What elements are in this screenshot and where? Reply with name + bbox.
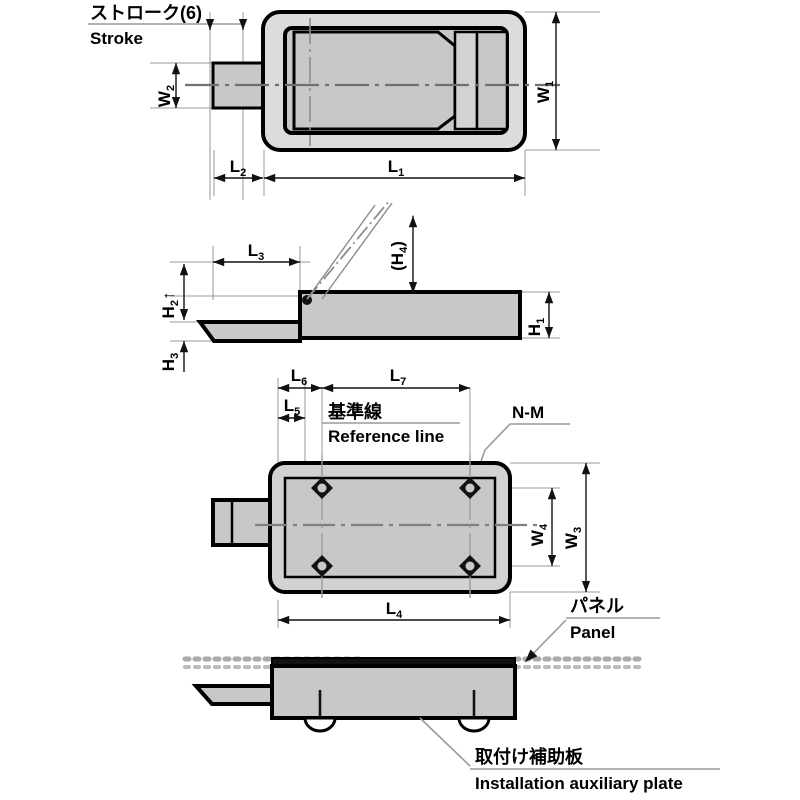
reference-line-label-en: Reference line: [328, 427, 444, 446]
dim-L3-label: L3: [248, 241, 265, 263]
dim-W3: W3: [562, 463, 591, 592]
aux-plate-leader: [419, 717, 471, 767]
view-1-top: W2 W1 L2 L1 ストローク(6) Stroke: [88, 3, 600, 200]
dim-H4: (H4): [388, 216, 418, 293]
dim-H2: H2↑: [159, 264, 189, 320]
stroke-label-en: Stroke: [90, 29, 143, 48]
view1-actuator-plate: [292, 30, 457, 131]
view-4-panel-section: パネル Panel 取付け補助板 Installation auxiliary …: [182, 596, 720, 793]
dim-L1-label: L1: [388, 157, 405, 179]
dim-H1: H1: [525, 292, 554, 338]
dim-L4-label: L4: [386, 599, 403, 621]
dim-H2-label: H2↑: [159, 292, 181, 319]
view2-swing-edge-b: [321, 202, 393, 300]
dim-L7-label: L7: [390, 366, 407, 388]
reference-line-annotation: 基準線 Reference line: [322, 401, 460, 446]
view-2-side: L3 (H4) H2↑ H3 H1: [159, 199, 560, 372]
mounting-hole: [311, 477, 333, 499]
view2-swing-path: [306, 199, 391, 300]
panel-label-jp: パネル: [570, 596, 624, 616]
view2-actuator-blade: [196, 320, 302, 343]
screw-stud: [457, 690, 491, 733]
dim-L5-label: L5: [284, 396, 301, 418]
mounting-hole: [311, 555, 333, 577]
dim-H1-label: H1: [525, 318, 547, 336]
aux-plate-annotation: 取付け補助板 Installation auxiliary plate: [419, 717, 720, 793]
view2-body-bar: [298, 290, 522, 340]
view3-plunger-shaft: [211, 498, 273, 547]
dim-L2: L2: [214, 157, 263, 183]
dim-L4: L4: [278, 599, 510, 625]
dim-W4-label: W4: [528, 523, 550, 546]
panel-annotation: パネル Panel: [524, 596, 660, 663]
panel-label-en: Panel: [570, 623, 615, 642]
view2-pivot-point: [302, 295, 312, 305]
view4-body-block: [270, 664, 517, 720]
dim-W1: W1: [534, 12, 561, 150]
dim-H3: H3: [159, 341, 189, 372]
dim-W2: W2: [155, 63, 181, 108]
dim-L7: L7: [322, 366, 470, 393]
screw-studs: [303, 690, 491, 733]
stroke-label-jp: ストローク(6): [90, 3, 202, 23]
view1-rib-a: [453, 30, 479, 131]
aux-plate-label-en: Installation auxiliary plate: [475, 774, 683, 793]
stroke-annotation: ストローク(6) Stroke: [88, 3, 248, 48]
reference-line-label-jp: 基準線: [327, 401, 382, 422]
view1-rib-b: [475, 30, 509, 131]
thread-callout-label: N-M: [512, 403, 544, 422]
dim-L1: L1: [264, 157, 525, 183]
dim-W3-label: W3: [562, 527, 584, 549]
dim-L3: L3: [213, 241, 300, 267]
dim-L6-label: L6: [291, 366, 308, 388]
dim-W4: W4: [528, 488, 557, 566]
mounting-hole: [459, 477, 481, 499]
dim-L2-label: L2: [230, 157, 247, 179]
dim-L5: L5: [278, 396, 305, 423]
view4-actuator-blade: [191, 684, 274, 706]
view2-swing-edge-a: [306, 204, 376, 300]
aux-plate-label-jp: 取付け補助板: [475, 746, 584, 767]
dim-L6: L6: [278, 366, 322, 393]
view-3-plan: L6 L7 L5 基準線 Reference line N-M: [211, 366, 600, 628]
screw-stud: [303, 690, 337, 733]
dim-H4-label: (H4): [388, 241, 410, 271]
panel-leader: [524, 619, 567, 663]
dim-H3-label: H3: [159, 353, 181, 371]
dim-W1-label: W1: [534, 81, 556, 103]
dim-W2-label: W2: [155, 85, 177, 107]
mounting-hole: [459, 555, 481, 577]
mounting-holes: [311, 477, 481, 577]
